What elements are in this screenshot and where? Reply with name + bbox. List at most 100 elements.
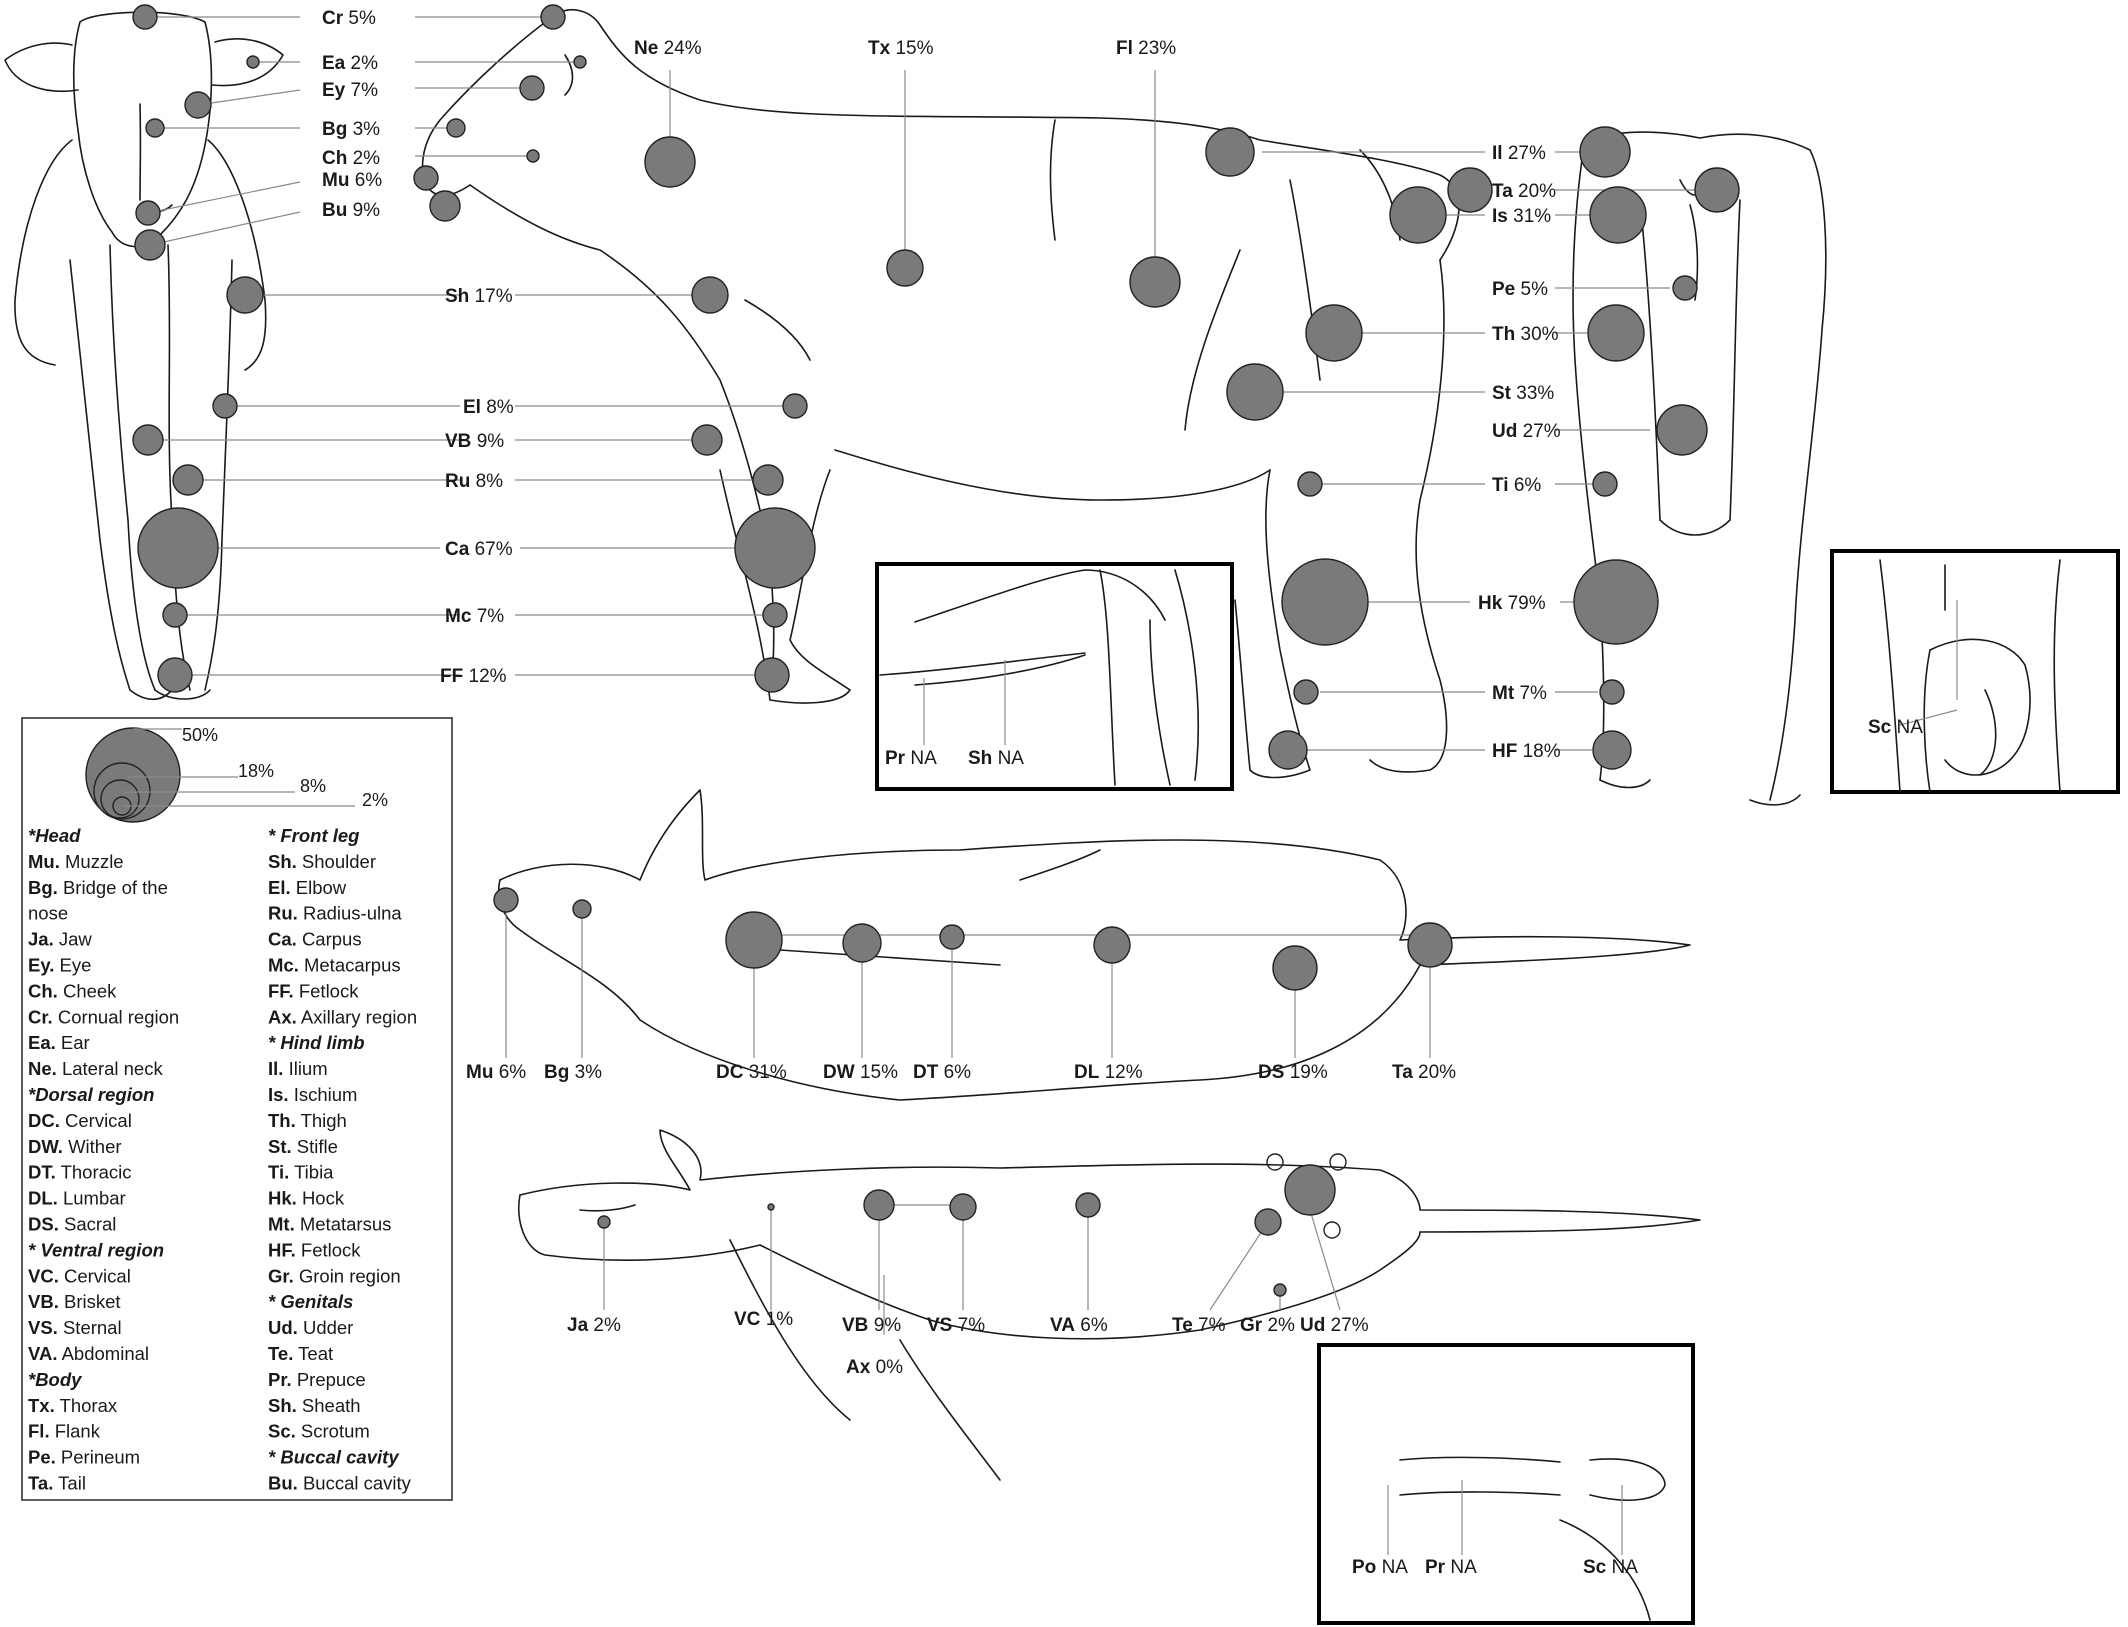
site-dt-dorsal xyxy=(939,924,965,950)
label-cr: Cr 5% xyxy=(322,8,376,29)
site-mu-side xyxy=(413,165,439,191)
legend-entry: Pe. Perineum xyxy=(28,1447,140,1468)
site-el-front xyxy=(212,393,238,419)
label-ti: Ti 6% xyxy=(1492,475,1541,496)
site-ea-side xyxy=(573,55,587,69)
label-mu: Mu 6% xyxy=(322,170,382,191)
site-bg-side xyxy=(446,118,466,138)
site-ch-side xyxy=(526,149,540,163)
legend-entry: Fl. Flank xyxy=(28,1421,101,1442)
label-hk: Hk 79% xyxy=(1478,593,1546,614)
legend-entry: VA. Abdominal xyxy=(28,1343,149,1364)
label-dc: DC 31% xyxy=(716,1062,787,1083)
label-inset-sh: Sh NA xyxy=(968,748,1024,769)
site-ja-ventral xyxy=(597,1215,611,1229)
cow-rear-view xyxy=(1572,131,1827,806)
site-labels: Cr 5% Ea 2% Ey 7% Bg 3% Ch 2% Mu 6% Bu 9… xyxy=(322,8,1923,1578)
legend-entry: Sh. Sheath xyxy=(268,1395,361,1416)
legend-heading: * Buccal cavity xyxy=(268,1447,400,1468)
site-sh-front xyxy=(226,276,264,314)
legend-entry: Mu. Muzzle xyxy=(28,851,124,872)
label-ea: Ea 2% xyxy=(322,53,378,74)
site-ud-ventral xyxy=(1284,1164,1336,1216)
site-cr-side xyxy=(540,4,566,30)
site-is-rear xyxy=(1589,186,1647,244)
site-ea-front xyxy=(246,55,260,69)
legend-entry: Sh. Shoulder xyxy=(268,851,376,872)
label-pe: Pe 5% xyxy=(1492,279,1548,300)
site-ru-side xyxy=(752,464,784,496)
label-hf: HF 18% xyxy=(1492,741,1561,762)
label-bg: Bg 3% xyxy=(322,119,380,140)
site-il-rear xyxy=(1579,126,1631,178)
legend-entry: Pr. Prepuce xyxy=(268,1369,366,1390)
legend-entry: Sc. Scrotum xyxy=(268,1421,370,1442)
legend-heading: *Body xyxy=(28,1369,83,1390)
legend-entry: DT. Thoracic xyxy=(28,1162,132,1183)
legend-entry: HF. Fetlock xyxy=(268,1239,361,1260)
legend-entry: Ta. Tail xyxy=(28,1473,86,1494)
legend-entry: VC. Cervical xyxy=(28,1265,131,1286)
label-ud: Ud 27% xyxy=(1492,421,1561,442)
site-el-side xyxy=(782,393,808,419)
site-ds-dorsal xyxy=(1272,945,1318,991)
site-hk-side xyxy=(1281,558,1369,646)
site-vb-ventral xyxy=(863,1189,895,1221)
label-mt: Mt 7% xyxy=(1492,683,1547,704)
legend-box xyxy=(21,717,453,1501)
lesion-sites xyxy=(132,4,1740,1297)
legend-entry: FF. Fetlock xyxy=(268,980,359,1001)
site-mu-front xyxy=(135,200,161,226)
legend-entry: DL. Lumbar xyxy=(28,1188,126,1209)
site-vb-side xyxy=(691,424,723,456)
label-ne: Ne 24% xyxy=(634,38,702,59)
label-va: VA 6% xyxy=(1050,1315,1108,1336)
label-ds: DS 19% xyxy=(1258,1062,1328,1083)
site-ff-front xyxy=(157,657,193,693)
legend-heading: * Front leg xyxy=(268,825,359,846)
site-mt-rear xyxy=(1599,679,1625,705)
site-ta-side xyxy=(1447,167,1493,213)
legend-entry: Bu. Buccal cavity xyxy=(268,1473,412,1494)
label-ventral-ud: Ud 27% xyxy=(1300,1315,1369,1336)
site-bg-dorsal xyxy=(572,899,592,919)
label-mc: Mc 7% xyxy=(445,606,504,627)
site-te-ventral xyxy=(1254,1208,1282,1236)
site-hf-side xyxy=(1268,730,1308,770)
site-ru-front xyxy=(172,464,204,496)
label-vs: VS 7% xyxy=(927,1315,985,1336)
label-dt: DT 6% xyxy=(913,1062,971,1083)
site-ti-rear xyxy=(1592,471,1618,497)
label-dorsal-mu: Mu 6% xyxy=(466,1062,526,1083)
legend-entry: Ch. Cheek xyxy=(28,980,117,1001)
label-dl: DL 12% xyxy=(1074,1062,1143,1083)
label-vc: VC 1% xyxy=(734,1309,793,1330)
label-vb: VB 9% xyxy=(445,431,504,452)
scale-label-18: 18% xyxy=(238,761,274,781)
legend-entry: Ne. Lateral neck xyxy=(28,1058,163,1079)
legend-entry: Th. Thigh xyxy=(268,1110,347,1131)
legend-entry: Ax. Axillary region xyxy=(268,1006,417,1027)
label-ventral-vb: VB 9% xyxy=(842,1315,901,1336)
site-cr-front xyxy=(132,4,158,30)
cow-side-view xyxy=(421,9,1460,779)
site-vc-ventral xyxy=(767,1203,775,1211)
legend-heading: *Dorsal region xyxy=(28,1084,154,1105)
cow-front-view xyxy=(4,11,284,701)
legend-heading: * Hind limb xyxy=(268,1032,365,1053)
legend-entry: VS. Sternal xyxy=(28,1317,122,1338)
site-il-side xyxy=(1205,127,1255,177)
label-ey: Ey 7% xyxy=(322,80,378,101)
legend-entry: VB. Brisket xyxy=(28,1291,121,1312)
label-inset-sc: Sc NA xyxy=(1868,717,1923,738)
label-tx: Tx 15% xyxy=(868,38,934,59)
label-ax: Ax 0% xyxy=(846,1357,903,1378)
label-sh: Sh 17% xyxy=(445,286,513,307)
legend-entry: DS. Sacral xyxy=(28,1214,116,1235)
legend-entry: Tx. Thorax xyxy=(28,1395,118,1416)
site-pe-rear xyxy=(1672,275,1698,301)
label-inset3-sc: Sc NA xyxy=(1583,1557,1638,1578)
site-mu-dorsal xyxy=(493,887,519,913)
site-dl-dorsal xyxy=(1093,926,1131,964)
label-is: Is 31% xyxy=(1492,206,1551,227)
